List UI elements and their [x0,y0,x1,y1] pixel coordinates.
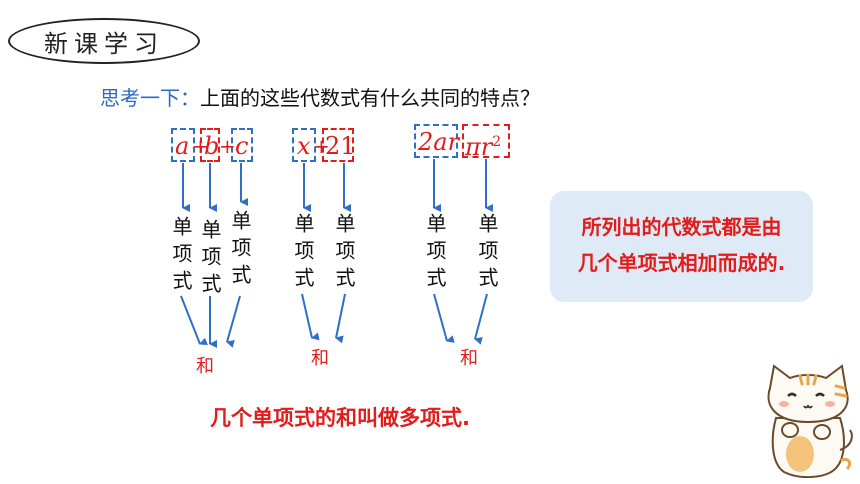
plus-sign: + [313,134,330,158]
arrow-to-sum [226,295,241,348]
monomial-label: 单项式 [291,213,315,294]
term-x: x [297,132,311,160]
term-a: a [175,132,190,160]
plus-sign: + [192,134,209,158]
term-c: c [235,132,249,160]
term-b: b [204,132,220,160]
term-pi-r: πr2 [465,128,501,161]
plus-sign: + [219,134,236,158]
monomial-label: 单项式 [423,213,447,294]
sum-label: 和 [460,348,478,369]
arrow-to-sum [180,295,208,346]
monomial-label: 单项式 [475,213,499,294]
note-line-2: 几个单项式相加而成的. [577,251,786,275]
term-box-c [231,128,253,162]
term-box-pir2 [462,124,510,158]
term-box-21 [322,128,354,162]
pi-r: πr [465,133,493,161]
arrow-to-sum [433,293,455,343]
term-2ar: 2ar [418,128,460,156]
cat-mascot [767,364,853,478]
note-line-1: 所列出的代数式都是由 [581,215,782,239]
sum-label: 和 [196,356,214,377]
arrow-to-sum [301,293,320,341]
monomial-label: 单项式 [332,213,356,294]
monomial-label: 单项式 [169,216,193,297]
term-box-2ar [414,124,458,158]
definition: 几个单项式的和叫做多项式. [210,406,470,430]
term-box-b [200,128,220,162]
term-21: 21 [325,132,356,160]
arrow-to-sum [474,293,488,345]
term-box-x [292,128,316,162]
monomial-label: 单项式 [198,219,222,300]
term-box-a [171,128,195,162]
sum-label: 和 [311,348,329,369]
section-title: 新课学习 [8,18,200,64]
arrow-to-sum [335,293,346,344]
question-lead: 思考一下： [100,86,200,110]
monomial-label: 单项式 [228,210,252,291]
note-box: 所列出的代数式都是由 几个单项式相加而成的. [550,191,813,302]
question: 思考一下：上面的这些代数式有什么共同的特点？ [100,82,540,111]
exponent: 2 [492,134,502,150]
question-text: 上面的这些代数式有什么共同的特点？ [200,86,540,110]
